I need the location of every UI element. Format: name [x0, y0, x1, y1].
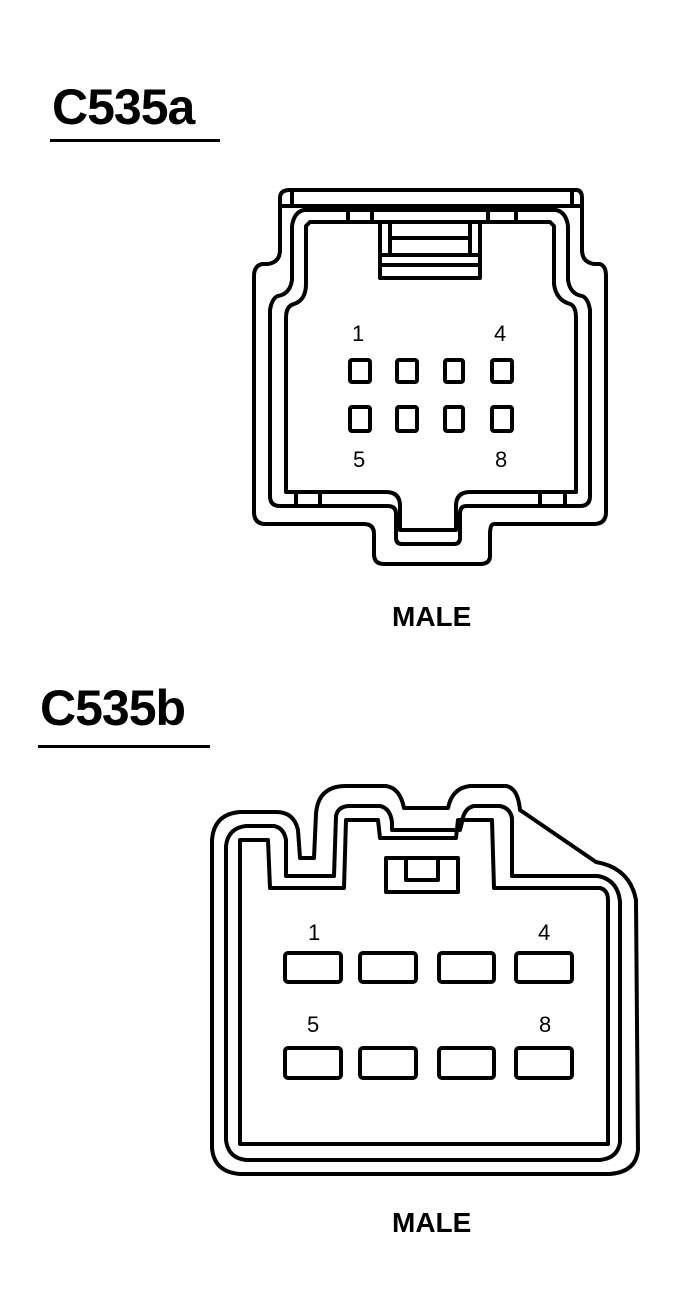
connector-b-pin-label-1: 1 [308, 920, 320, 945]
connector-b-inner-cavity [238, 818, 610, 1146]
connector-a-latch [378, 220, 482, 280]
pin-3 [437, 951, 496, 984]
pin-4 [490, 358, 514, 384]
connector-b-pin-label-4: 4 [538, 920, 550, 945]
pin-5 [283, 1046, 343, 1080]
connector-a-inner-cavity [284, 220, 578, 532]
pin-2 [358, 951, 418, 984]
pin-4 [514, 951, 574, 984]
connector-a-middle-shell [268, 208, 592, 546]
connector-a-outer-shell [252, 188, 608, 566]
connector-b-title: C535b [40, 680, 186, 736]
connector-a-pin-label-8: 8 [495, 447, 507, 472]
connector-b-outer-shell [210, 784, 640, 1176]
connector-b-title-underline [38, 745, 210, 748]
connector-a-pin-label-5: 5 [353, 447, 365, 472]
pin-7 [443, 405, 465, 433]
pin-1 [283, 951, 343, 984]
connector-b-pin-label-5: 5 [307, 1012, 319, 1037]
pin-6 [395, 405, 419, 433]
connector-b-pin-label-8: 8 [539, 1012, 551, 1037]
connector-a-pin-label-1: 1 [352, 321, 364, 346]
pin-5 [348, 405, 372, 433]
connector-a-pin-label-4: 4 [494, 321, 506, 346]
pin-3 [443, 358, 465, 384]
pin-8 [490, 405, 514, 433]
pin-8 [514, 1046, 574, 1080]
connector-a-title-underline [50, 139, 220, 142]
connector-a-title: C535a [52, 79, 195, 135]
connector-a-pins [348, 358, 514, 433]
pin-6 [358, 1046, 418, 1080]
connector-b-gender-label: MALE [392, 1207, 472, 1238]
pin-1 [348, 358, 372, 384]
pin-7 [437, 1046, 496, 1080]
connector-b-pins [283, 951, 574, 1080]
connector-b-latch [384, 856, 460, 894]
connector-a-gender-label: MALE [392, 601, 472, 632]
connector-b-middle-shell [224, 804, 622, 1162]
pin-2 [395, 358, 419, 384]
